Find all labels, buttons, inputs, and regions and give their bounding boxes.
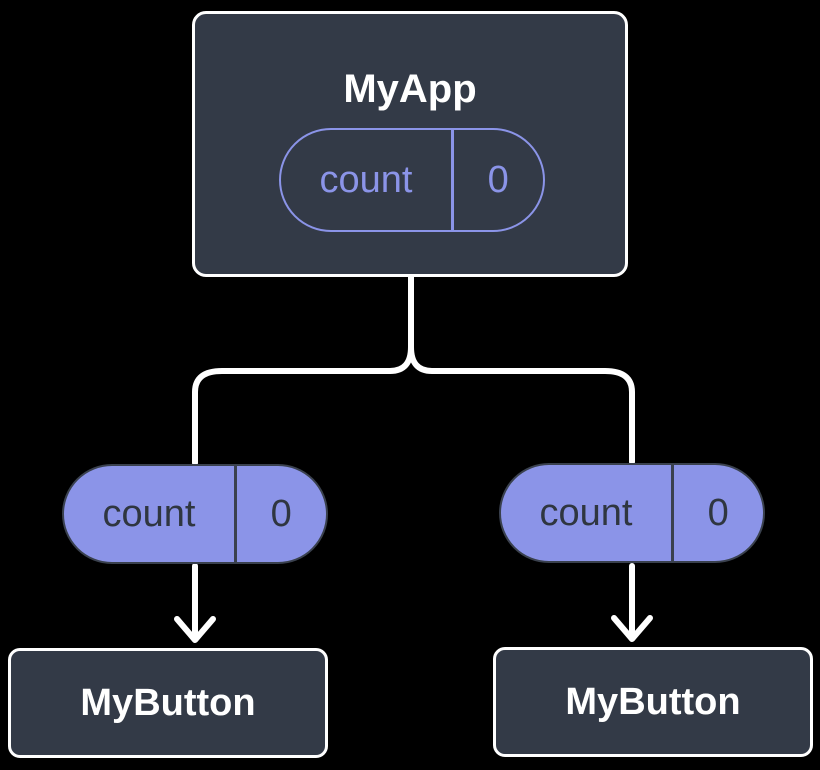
node-title: MyApp	[343, 67, 477, 111]
tree-branch-left-line	[192, 274, 414, 466]
pill-divider	[451, 130, 454, 230]
prop-pill-left: count 0	[62, 464, 328, 564]
tree-branch-right-line	[408, 344, 635, 465]
prop-name: count	[102, 492, 196, 535]
arrow-right-head-icon	[611, 615, 653, 642]
state-value: 0	[487, 158, 509, 201]
arrow-left-head-icon	[174, 616, 216, 643]
state-name: count	[319, 158, 413, 201]
component-node-mybutton-right: MyButton	[493, 647, 813, 757]
pill-divider	[671, 465, 674, 561]
component-node-mybutton-left: MyButton	[8, 648, 328, 758]
prop-name: count	[539, 491, 633, 534]
component-node-myapp: MyApp count 0	[192, 11, 628, 277]
prop-value: 0	[707, 491, 729, 534]
pill-divider	[234, 466, 237, 562]
state-pill: count 0	[279, 128, 545, 232]
prop-value: 0	[270, 492, 292, 535]
prop-pill-right: count 0	[499, 463, 765, 563]
